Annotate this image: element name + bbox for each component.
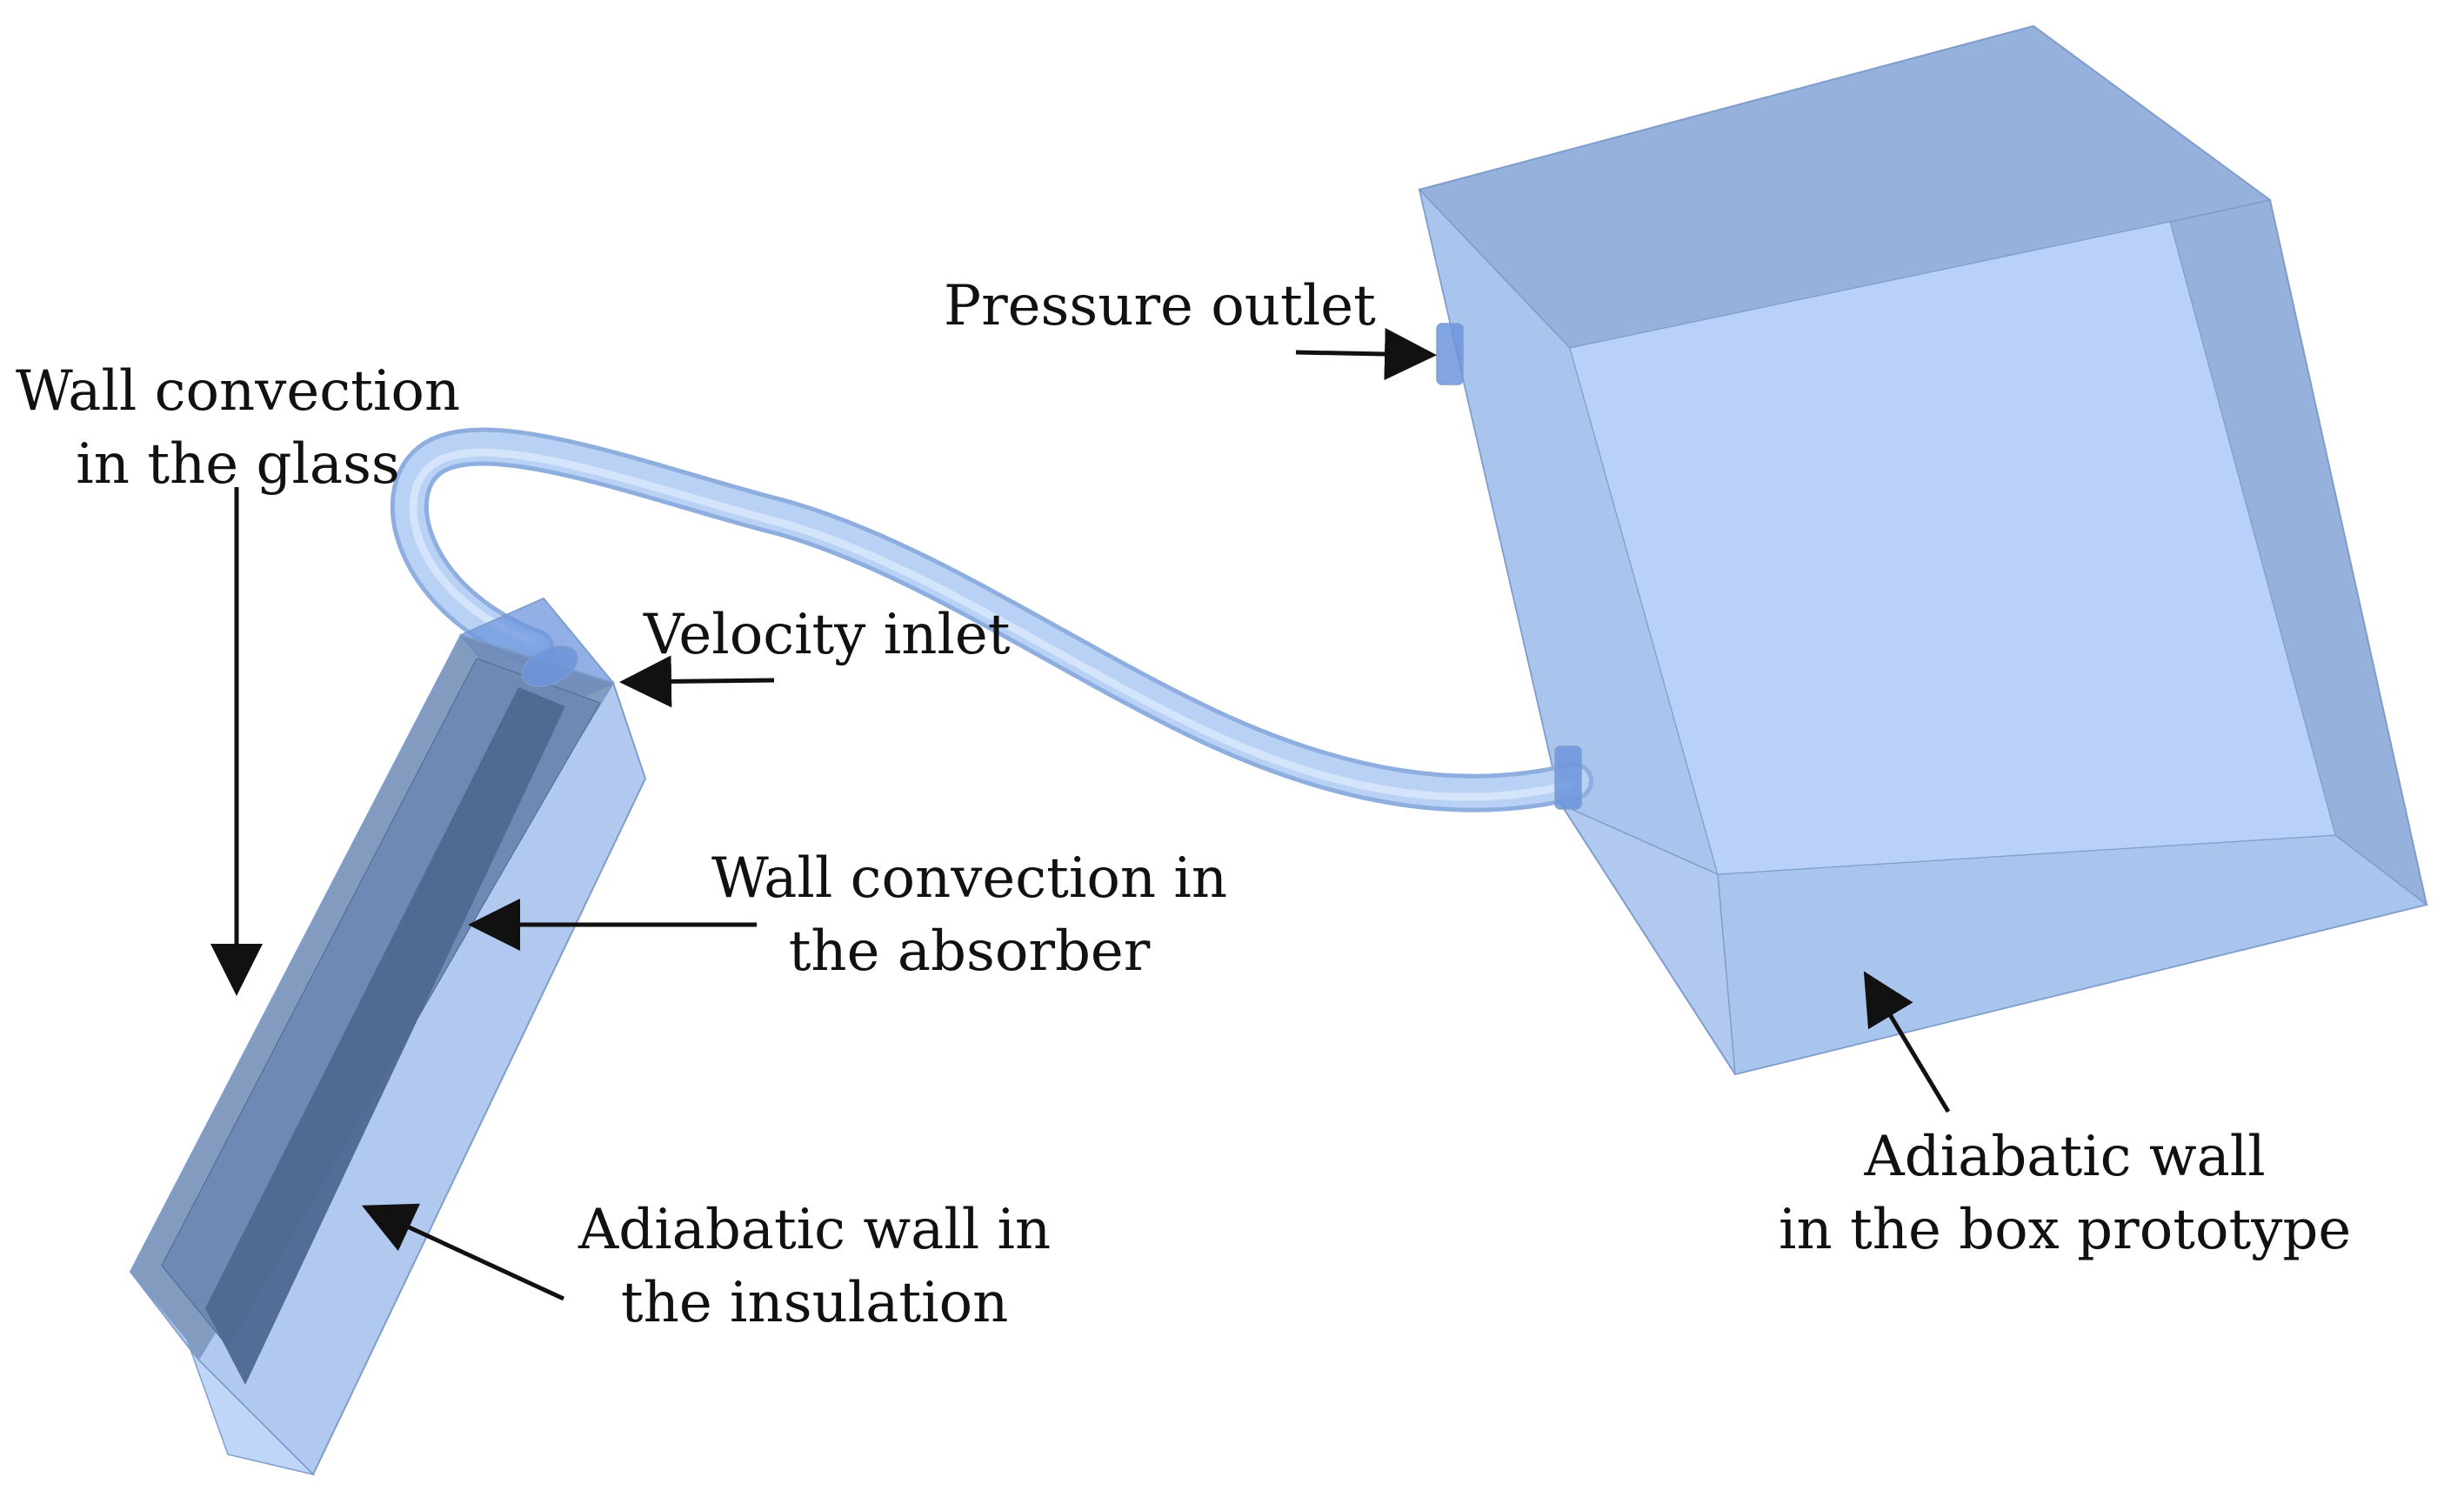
solar-collector [129,597,647,1476]
label-pressure-outlet: Pressure outlet [944,270,1376,343]
label-adiabatic-insulation: Adiabatic wall in the insulation [578,1193,1051,1340]
box-prototype [1418,24,2428,1076]
label-adiabatic-insulation-line2: the insulation [620,1271,1009,1335]
velocity-inlet-port [521,645,578,687]
box-inner-face [1569,221,2336,875]
arrow-adiabatic-box [1863,971,1951,1113]
label-wall-convection-glass: Wall convection in the glass [16,355,460,501]
label-adiabatic-box-line2: in the box prototype [1779,1198,2352,1262]
label-wall-glass-line1: Wall convection [16,359,461,424]
label-pressure-outlet-line1: Pressure outlet [944,274,1376,338]
box-bottom-face [1717,834,2428,1075]
pressure-outlet-port [1436,323,1464,385]
label-adiabatic-box-line1: Adiabatic wall [1864,1125,2266,1189]
arrow-velocity-inlet [619,655,775,708]
label-adiabatic-insulation-line1: Adiabatic wall in [578,1198,1052,1262]
label-adiabatic-box: Adiabatic wall in the box prototype [1779,1120,2351,1267]
collector-bottom-end [130,1271,316,1476]
label-wall-convection-absorber: Wall convection in the absorber [711,842,1227,988]
connecting-pipe [390,427,1593,812]
label-wall-glass-line2: in the glass [76,432,400,497]
label-wall-absorber-line1: Wall convection in [711,846,1228,911]
pipe-box-connection-port [1554,745,1582,810]
arrow-adiabatic-insulation [361,1203,565,1301]
pipe-highlight [409,448,1575,801]
label-velocity-inlet: Velocity inlet [644,598,1011,672]
pipe-body [394,431,1589,808]
arrow-pressure-outlet [1295,328,1437,381]
absorber-plate [205,687,565,1385]
label-wall-absorber-line2: the absorber [788,919,1151,984]
label-velocity-inlet-line1: Velocity inlet [644,603,1011,667]
